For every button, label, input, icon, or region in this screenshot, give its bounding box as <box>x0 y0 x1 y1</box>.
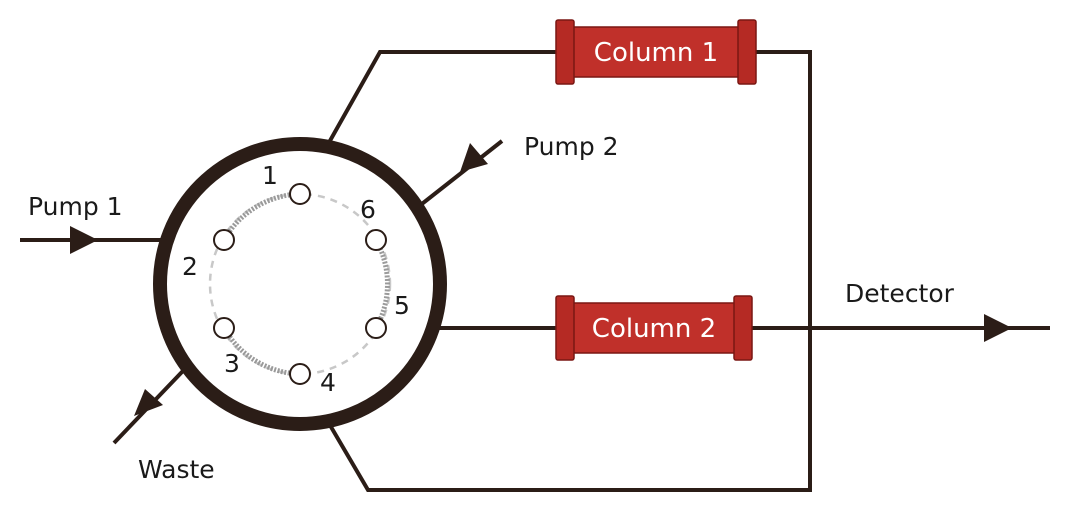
pump2-label: Pump 2 <box>524 132 619 161</box>
six-port-valve: 1 2 3 4 5 6 <box>153 137 447 431</box>
valve-arc-3-4 <box>221 326 301 377</box>
valve-port-1 <box>289 183 311 205</box>
waste-arrow-icon <box>134 389 163 416</box>
valve-body <box>153 137 447 431</box>
pump1-label: Pump 1 <box>28 192 123 221</box>
column1-return-line <box>298 50 812 492</box>
detector-label: Detector <box>845 279 955 308</box>
column-2-body <box>571 302 737 354</box>
waste-label: Waste <box>138 455 215 484</box>
valve-port-6-label: 6 <box>360 195 376 224</box>
valve-port-5-label: 5 <box>394 291 410 320</box>
column-1-left-cap <box>555 19 575 85</box>
column-1: Column 1 <box>555 19 757 85</box>
valve-port-4 <box>289 363 311 385</box>
flow-arrows <box>70 143 1012 416</box>
valve-port-6 <box>365 229 387 251</box>
valve-port-2 <box>213 229 235 251</box>
pump2-arrow-icon <box>460 143 488 172</box>
columns: Column 1 Column 2 <box>555 19 757 361</box>
valve-arc-1-2 <box>221 191 301 242</box>
valve-port-3-label: 3 <box>224 349 240 378</box>
valve-port-1-label: 1 <box>262 161 278 190</box>
valve-port-4-label: 4 <box>320 368 336 397</box>
detector-arrow-icon <box>984 314 1012 342</box>
valve-port-5 <box>365 317 387 339</box>
column-2-right-cap <box>733 295 753 361</box>
column-2: Column 2 <box>555 295 753 361</box>
column-2-left-cap <box>555 295 575 361</box>
column-2-label: Column 2 <box>592 314 716 344</box>
column-1-label: Column 1 <box>594 38 718 68</box>
valve-port-2-label: 2 <box>182 252 198 281</box>
valve-port-3 <box>213 317 235 339</box>
pump1-arrow-icon <box>70 226 98 254</box>
valve-ports: 1 2 3 4 5 6 <box>182 161 410 397</box>
column-1-right-cap <box>737 19 757 85</box>
valve-inner-dashed-circle <box>208 192 392 376</box>
